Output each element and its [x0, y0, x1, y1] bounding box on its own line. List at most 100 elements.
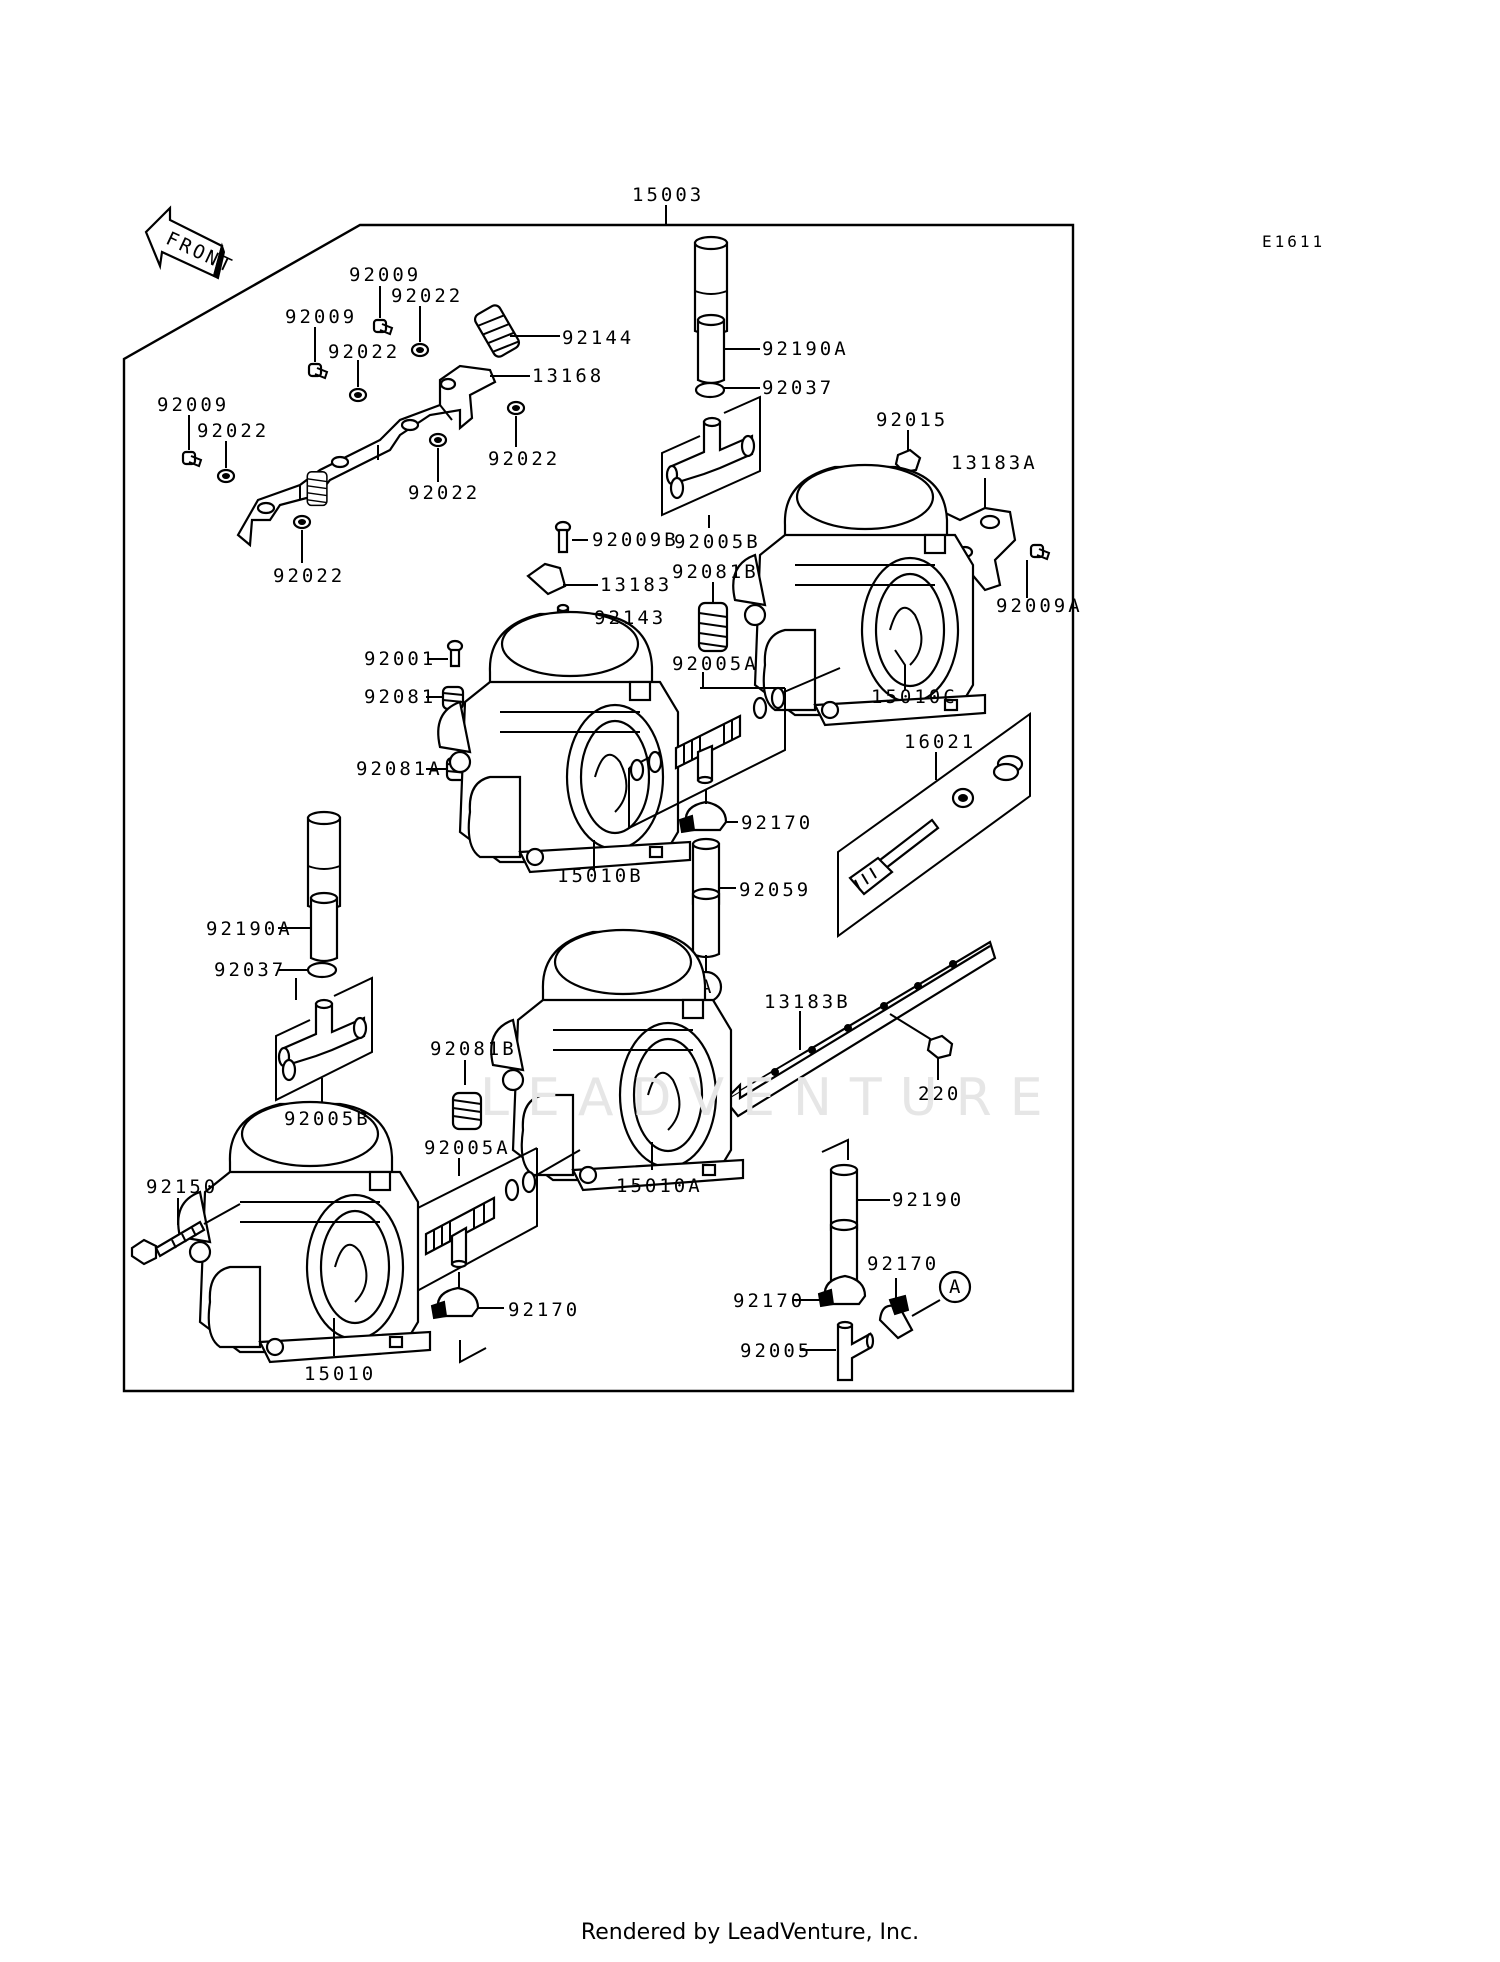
label-92005A-top: 92005A	[672, 653, 759, 675]
oring-mid-4	[770, 686, 786, 710]
label-92005: 92005	[740, 1340, 812, 1362]
label-92170-right: 92170	[867, 1253, 939, 1275]
connector-a-label-bottom: A	[949, 1276, 963, 1298]
label-92022-top: 92022	[391, 285, 463, 307]
watermark: LEADVENTURE	[480, 1068, 1061, 1128]
oring-bottom-3	[504, 1178, 520, 1202]
tee-fitting-92005A-top	[674, 714, 742, 785]
label-92022-right: 92022	[488, 448, 560, 470]
screw-92009B	[554, 520, 572, 554]
spring-16021	[992, 754, 1024, 782]
label-92170-bottom: 92170	[508, 1299, 580, 1321]
screw-92009-mid	[307, 362, 329, 380]
label-92059: 92059	[739, 879, 811, 901]
spring-92081	[306, 471, 328, 507]
label-92009A: 92009A	[996, 595, 1083, 617]
clamp-92170-right	[878, 1294, 914, 1340]
kit-box-16021	[837, 712, 1031, 938]
spring-92144	[471, 302, 523, 360]
footer-credit: Rendered by LeadVenture, Inc.	[580, 1920, 920, 1945]
washer-92022-top	[410, 342, 430, 358]
screw-16021	[848, 818, 940, 896]
label-13183B: 13183B	[764, 991, 851, 1013]
oring-mid-2	[647, 750, 663, 774]
screw-92150	[130, 1220, 206, 1266]
assembly-number-label: 15003	[632, 184, 704, 206]
clamp-92170-bottom	[430, 1286, 480, 1320]
label-92009-left: 92009	[157, 394, 229, 416]
tee-fitting-92005A-bottom	[424, 1196, 496, 1269]
label-92144: 92144	[562, 327, 634, 349]
tube-92190A-left	[309, 891, 339, 963]
oring-top-2	[740, 434, 756, 458]
carburetor-15010B	[437, 610, 692, 874]
label-92170-left2: 92170	[733, 1290, 805, 1312]
nut-92015	[894, 448, 922, 474]
label-92005B-left: 92005B	[284, 1108, 371, 1130]
washer-92022-center	[428, 432, 448, 448]
screw-92009-top	[372, 318, 394, 336]
label-13168: 13168	[532, 365, 604, 387]
tube-92190A-top	[696, 313, 726, 385]
front-arrow-icon: FRONT	[144, 205, 237, 280]
label-220: 220	[918, 1083, 961, 1105]
rail-13183B	[723, 940, 997, 1118]
label-92081: 92081	[364, 686, 436, 708]
label-92022-bottom: 92022	[273, 565, 345, 587]
label-13183A: 13183A	[951, 452, 1038, 474]
label-92009-top: 92009	[349, 264, 421, 286]
label-92143: 92143	[594, 607, 666, 629]
label-92037-left: 92037	[214, 959, 286, 981]
washer-92022-bottom	[292, 514, 312, 530]
washer-92022-mid	[348, 387, 368, 403]
screw-220	[889, 1013, 954, 1060]
label-92009-mid: 92009	[285, 306, 357, 328]
screw-92009-left	[181, 450, 203, 468]
label-92190A-top: 92190A	[762, 338, 849, 360]
label-92022-center: 92022	[408, 482, 480, 504]
label-92005A-bottom: 92005A	[424, 1137, 511, 1159]
label-92150: 92150	[146, 1176, 218, 1198]
label-92015: 92015	[876, 409, 948, 431]
link-plate-13168	[236, 364, 497, 548]
reference-code: E1611	[1262, 232, 1326, 251]
label-92005B-top: 92005B	[674, 531, 761, 553]
label-15010: 15010	[304, 1363, 376, 1385]
label-92190A-left: 92190A	[206, 918, 293, 940]
washer-92022-right	[506, 400, 526, 416]
oring-mid-1	[629, 758, 645, 782]
label-92009B: 92009B	[592, 529, 679, 551]
oring-left-2	[352, 1016, 368, 1040]
label-13183: 13183	[600, 574, 672, 596]
label-92001: 92001	[364, 648, 436, 670]
fitting-92005	[836, 1320, 875, 1382]
washer-92022-left	[216, 468, 236, 484]
label-15010B: 15010B	[557, 865, 644, 887]
oring-bottom-4	[521, 1170, 537, 1194]
carburetor-15010	[177, 1100, 432, 1364]
label-92081B-bottom: 92081B	[430, 1038, 517, 1060]
screw-92009A	[1029, 543, 1051, 561]
label-92081B-top: 92081B	[672, 561, 759, 583]
clip-92037-left	[306, 961, 338, 979]
label-92037-top: 92037	[762, 377, 834, 399]
clamp-92170-left2	[817, 1274, 867, 1308]
label-15010C: 15010C	[871, 686, 958, 708]
oring-left-1	[281, 1058, 297, 1082]
tee-fitting-92005B-left	[277, 998, 366, 1068]
oring-mid-3	[752, 696, 768, 720]
screw-92001	[446, 639, 464, 668]
clamp-92170-top	[678, 800, 728, 834]
holder-13183	[526, 562, 567, 596]
label-92022-left: 92022	[197, 420, 269, 442]
label-92190: 92190	[892, 1189, 964, 1211]
hose-92059-lower	[691, 887, 721, 959]
assembly-frame	[122, 223, 1075, 1393]
spring-92081B-top	[697, 601, 729, 653]
clip-92037-top	[694, 381, 726, 399]
label-92022-mid: 92022	[328, 341, 400, 363]
tee-fitting-92005B-top	[665, 416, 754, 486]
label-92081A: 92081A	[356, 758, 443, 780]
label-16021: 16021	[904, 731, 976, 753]
